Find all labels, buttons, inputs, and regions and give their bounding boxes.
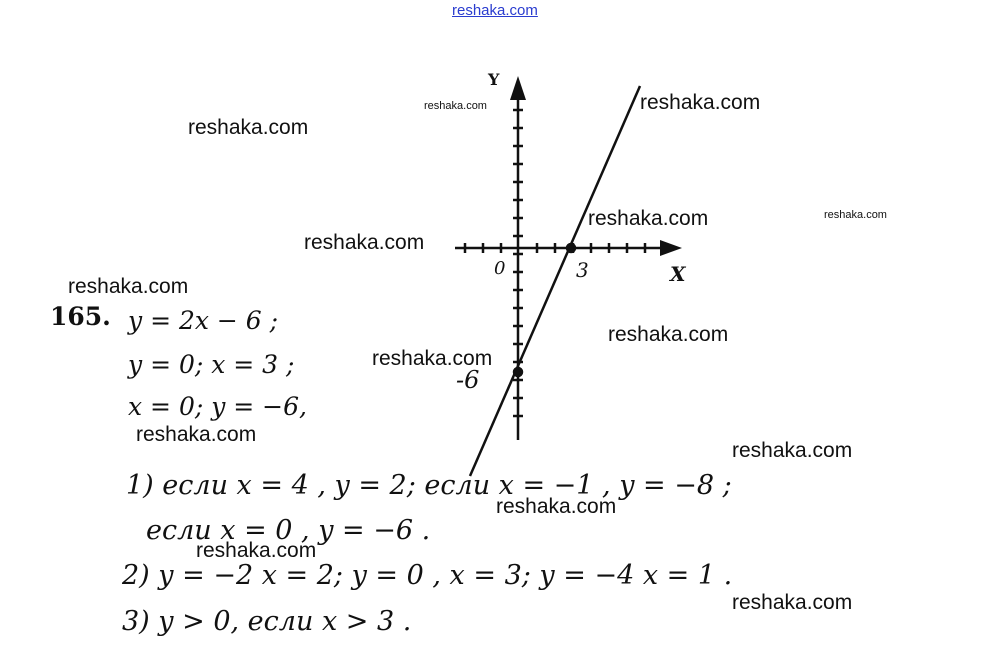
answer-line: 2) y = −2 x = 2; y = 0 , x = 3; y = −4 x…	[122, 560, 733, 591]
equation-line: x = 0; y = −6,	[128, 392, 307, 421]
y-axis-arrow	[510, 76, 526, 100]
y-axis-label: Y	[488, 70, 500, 89]
watermark: reshaka.com	[188, 116, 309, 139]
x-axis-arrow	[660, 240, 682, 256]
x-intercept-label: 3	[576, 258, 589, 282]
watermark: reshaka.com	[372, 347, 493, 370]
equation-line: y = 0; x = 3 ;	[128, 350, 295, 379]
watermark: reshaka.com	[496, 495, 617, 518]
watermark: reshaka.com	[640, 91, 761, 114]
y-intercept-point	[512, 366, 524, 378]
answer-line: 3) y > 0, если x > 3 .	[122, 606, 412, 637]
function-line	[468, 85, 642, 477]
watermark: reshaka.com	[136, 423, 257, 446]
x-axis-label: X	[670, 262, 686, 286]
reshaka-link[interactable]: reshaka.com	[452, 2, 538, 19]
answer-line: 1) если x = 4 , y = 2; если x = −1 , y =…	[126, 470, 732, 501]
problem-number: 165.	[50, 302, 111, 331]
watermark: reshaka.com	[588, 207, 709, 230]
watermark: reshaka.com	[304, 231, 425, 254]
watermark: reshaka.com	[732, 591, 853, 614]
watermark: reshaka.com	[196, 539, 317, 562]
x-intercept-point	[565, 242, 577, 254]
answer-line: если x = 0 , y = −6 .	[146, 515, 431, 546]
watermark: reshaka.com	[424, 100, 487, 112]
watermark: reshaka.com	[608, 323, 729, 346]
y-intercept-label: -6	[456, 366, 480, 394]
origin-label: 0	[494, 258, 506, 279]
watermark: reshaka.com	[732, 439, 853, 462]
watermark: reshaka.com	[68, 275, 189, 298]
watermark: reshaka.com	[824, 209, 887, 221]
equation-line: y = 2x − 6 ;	[128, 306, 279, 335]
